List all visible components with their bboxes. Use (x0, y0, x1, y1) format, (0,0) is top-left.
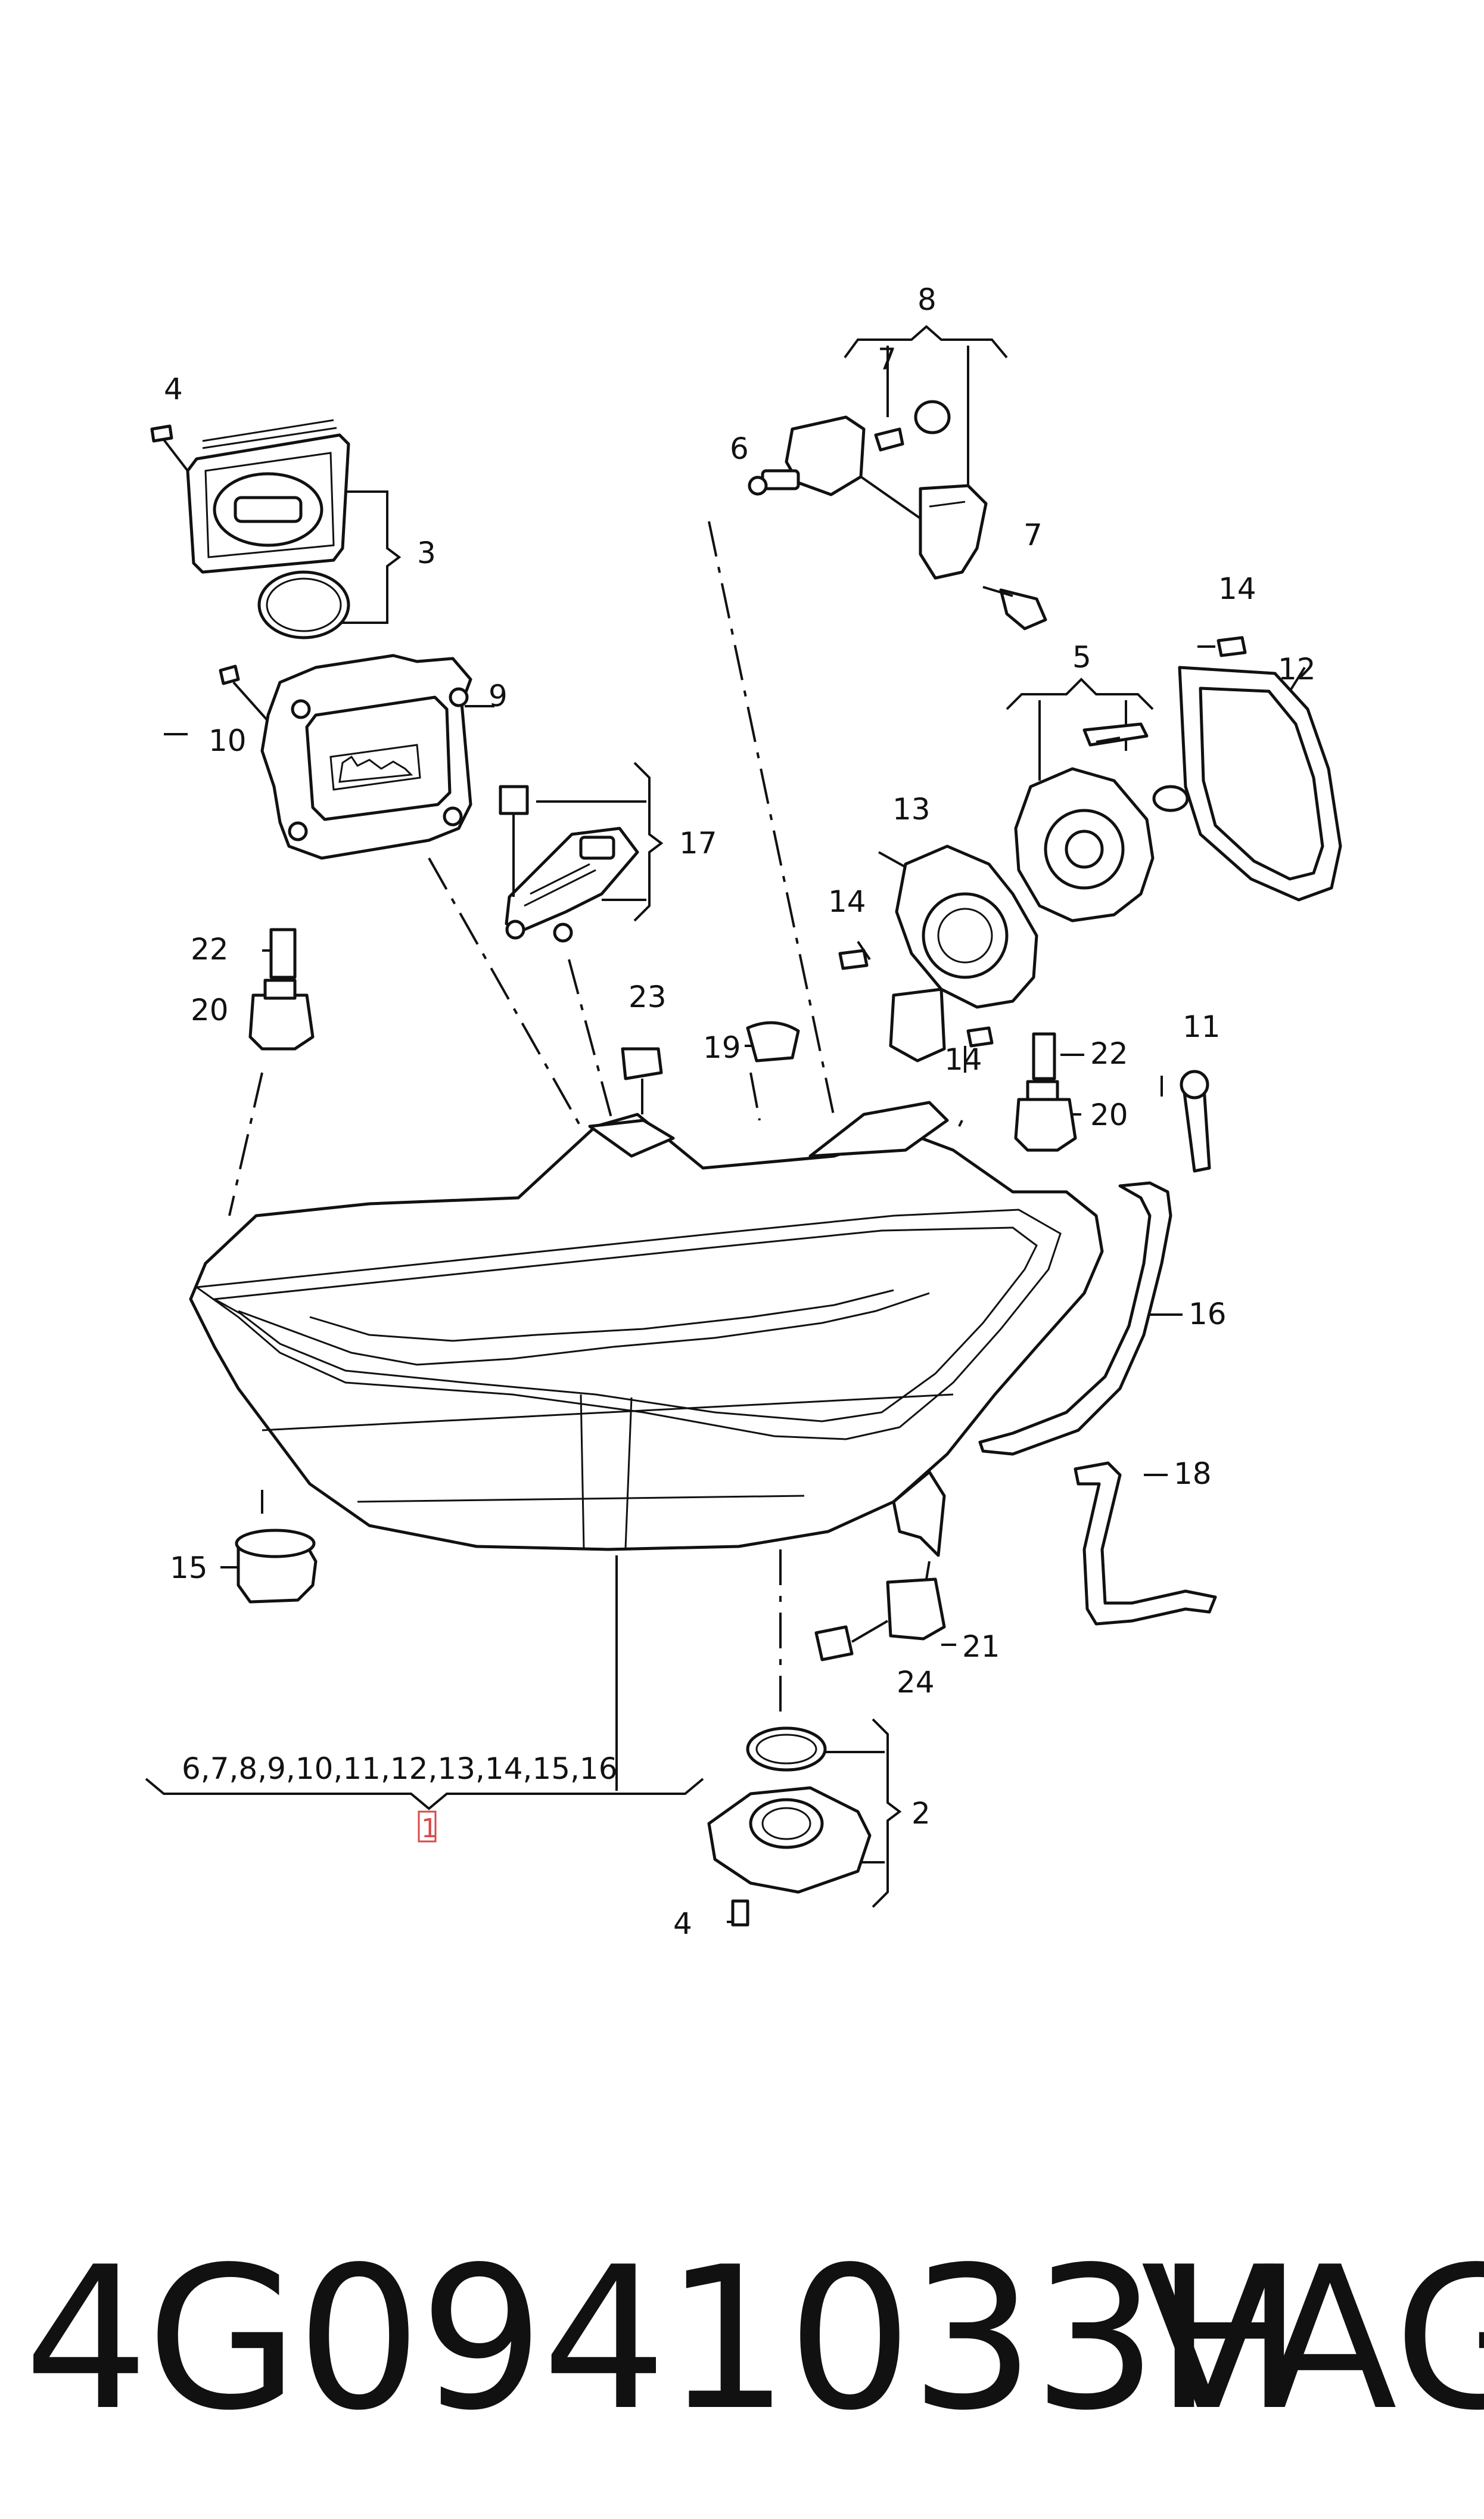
callout-13: 13 (892, 792, 931, 827)
callout-14-mid: 14 (944, 1042, 982, 1077)
callout-labels: 4 3 9 10 8 7 6 7 14 12 5 13 17 14 14 22 … (164, 282, 1316, 1941)
callout-14-top: 14 (1218, 571, 1256, 606)
cap-15 (235, 1529, 318, 1604)
screw-23 (621, 1047, 663, 1114)
frame-gasket (1152, 636, 1342, 902)
plug-19 (746, 1021, 800, 1063)
callout-17: 17 (679, 826, 717, 861)
callout-18: 18 (1174, 1456, 1212, 1491)
callout-12: 12 (1278, 652, 1316, 687)
callout-2: 2 (911, 1796, 931, 1831)
part-number: 4G0941033H (24, 2225, 1303, 2453)
brand-name: VAG (1141, 2225, 1484, 2453)
ballast-unit-bottom (707, 1726, 872, 1927)
clip-21 (814, 1577, 946, 1661)
hoses (978, 1181, 1217, 1626)
callout-8: 8 (917, 282, 937, 317)
callout-4-top: 4 (164, 372, 183, 406)
callout-20-left: 20 (191, 993, 229, 1027)
leader-lines (145, 325, 1306, 1923)
callout-14-left: 14 (828, 884, 866, 919)
headlight-housing (189, 1101, 1104, 1557)
assembly-lines (228, 521, 963, 1716)
bracket-17 (499, 785, 639, 943)
callout-20-right: 20 (1090, 1098, 1128, 1132)
group-callout: 6,7,8,9,10,11,12,13,14,15,16 (182, 1751, 618, 1786)
callout-19: 19 (703, 1030, 741, 1065)
callout-4-bottom: 4 (673, 1906, 692, 1941)
clip-left (248, 928, 315, 1051)
callout-16: 16 (1189, 1297, 1227, 1331)
callout-22-right: 22 (1090, 1036, 1128, 1071)
adjuster-unit (748, 400, 1047, 630)
callout-7-top: 7 (878, 342, 897, 377)
projector-module (838, 844, 1038, 1073)
callout-9: 9 (489, 679, 508, 713)
motor-housing (1014, 722, 1155, 923)
callout-11: 11 (1183, 1010, 1221, 1044)
callout-10: 10 (209, 723, 247, 758)
callout-5: 5 (1072, 640, 1091, 675)
callout-22-left: 22 (191, 932, 229, 967)
callout-21: 21 (962, 1629, 1000, 1664)
callout-24: 24 (897, 1665, 935, 1700)
mount-frame (219, 654, 472, 860)
callout-7-right: 7 (1023, 518, 1043, 552)
callout-6: 6 (730, 431, 749, 466)
callout-3: 3 (417, 536, 436, 570)
callout-23: 23 (629, 980, 667, 1014)
ballast-unit-top (150, 419, 350, 639)
clip-right (1014, 1032, 1077, 1152)
callout-15: 15 (170, 1551, 208, 1585)
seal-11 (1180, 1070, 1211, 1173)
callout-1-highlight (418, 1810, 437, 1843)
callout-1: 1 (421, 1813, 438, 1844)
